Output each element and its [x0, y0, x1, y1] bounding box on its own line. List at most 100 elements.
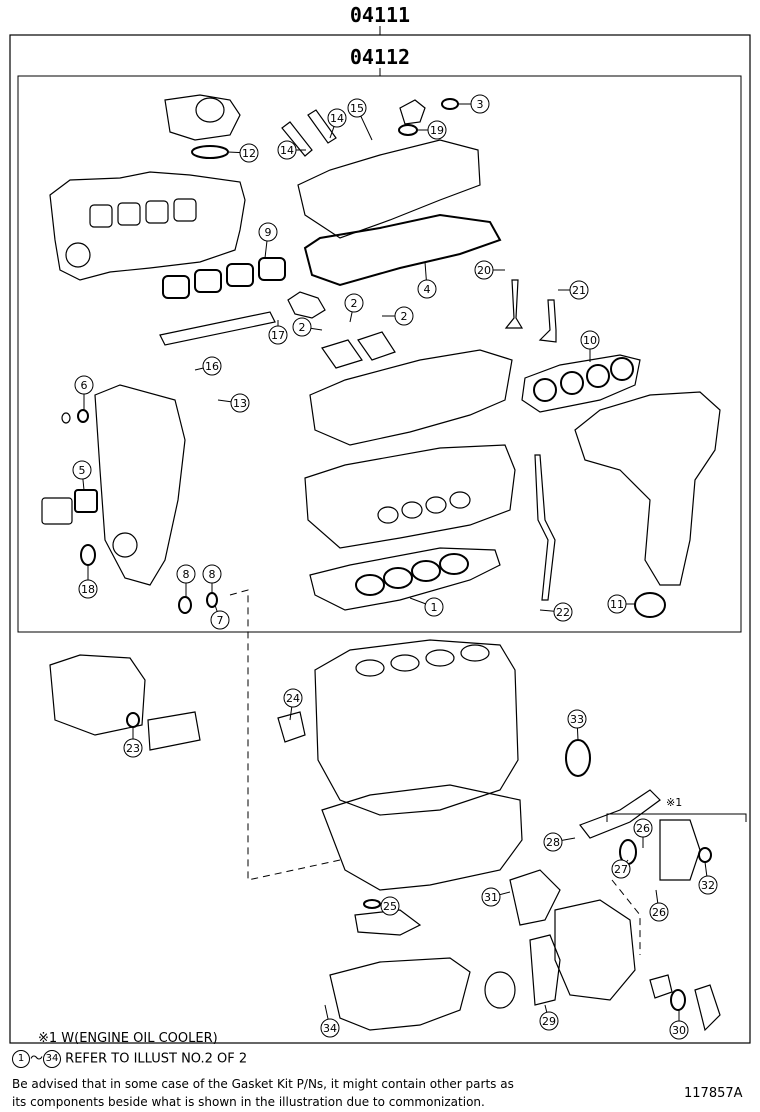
kit-code-04111: 04111: [350, 3, 410, 27]
callout-number: 14: [330, 112, 344, 125]
callout-circle: [239, 143, 259, 163]
callout-circle: [72, 460, 92, 480]
callout-8: 8: [176, 564, 196, 598]
callout-circle: [230, 393, 250, 413]
callout-circle: [698, 875, 718, 895]
part-drawings-lower: [49, 639, 721, 1032]
callout-22: 22: [539, 602, 573, 622]
callout-circle: [427, 120, 447, 140]
callout-circle: [176, 564, 196, 584]
callout-number: 32: [701, 879, 715, 892]
callout-number: 34: [323, 1022, 337, 1035]
figure-id: 117857A: [684, 1086, 743, 1101]
callout-number: 6: [81, 379, 88, 392]
part-drawings-upper: [41, 94, 721, 618]
callout-circle: [424, 597, 444, 617]
callout-number: 14: [280, 144, 294, 157]
advice-line-1: Be advised that in some case of the Gask…: [12, 1077, 514, 1091]
callout-23: 23: [123, 728, 143, 758]
callout-circle: [607, 594, 627, 614]
range-start-circle: 1: [12, 1050, 30, 1068]
callout-number: 30: [672, 1024, 686, 1037]
callout-circle: [74, 375, 94, 395]
callout-32: 32: [698, 861, 718, 895]
callout-circle: [277, 140, 297, 160]
callout-number: 17: [271, 329, 285, 342]
callout-19: 19: [416, 120, 447, 140]
callout-number: 22: [556, 606, 570, 619]
callout-10: 10: [580, 330, 600, 362]
callout-circle: [481, 887, 501, 907]
oil-cooler-bracket: [606, 813, 747, 822]
callout-number: 29: [542, 1015, 556, 1028]
callout-14: 14: [327, 108, 347, 139]
callout-12: 12: [227, 143, 259, 163]
callout-number: 2: [351, 297, 358, 310]
callout-13: 13: [217, 393, 250, 413]
callout-circle: [580, 330, 600, 350]
callout-circle: [669, 1020, 689, 1040]
callout-9: 9: [258, 222, 278, 259]
callout-17: 17: [268, 320, 288, 345]
callout-number: 2: [401, 310, 408, 323]
callout-circle: [258, 222, 278, 242]
callout-6: 6: [74, 375, 94, 410]
callout-26: 26: [649, 889, 669, 922]
callout-20: 20: [474, 260, 505, 280]
callout-number: 16: [205, 360, 219, 373]
callout-circle: [283, 688, 303, 708]
callout-number: 10: [583, 334, 597, 347]
callout-16: 16: [194, 356, 222, 376]
callout-33: 33: [567, 709, 587, 741]
callout-2: 2: [344, 293, 364, 323]
callout-circle: [202, 564, 222, 584]
callout-11: 11: [607, 594, 636, 614]
callout-28: 28: [543, 832, 576, 852]
callout-number: 12: [242, 147, 256, 160]
callout-circle: [543, 832, 563, 852]
callout-number: 15: [350, 102, 364, 115]
dashed-reference-line-2: [611, 879, 641, 955]
callout-15: 15: [347, 98, 373, 141]
callout-2: 2: [292, 317, 323, 337]
callout-25: 25: [379, 896, 400, 916]
callout-number: 3: [477, 98, 484, 111]
callout-circle: [380, 896, 400, 916]
callout-number: 24: [286, 692, 300, 705]
callout-number: 7: [217, 614, 224, 627]
callout-31: 31: [481, 887, 511, 907]
callout-24: 24: [283, 688, 303, 721]
callout-circle: [539, 1011, 559, 1031]
callout-circle: [202, 356, 222, 376]
callout-circle: [123, 738, 143, 758]
callout-26: 26: [633, 818, 653, 848]
advice-line-2: its components beside what is shown in t…: [12, 1095, 485, 1109]
callout-circle: [394, 306, 414, 326]
callout-circle: [474, 260, 494, 280]
callout-number: 19: [430, 124, 444, 137]
callout-circle: [347, 98, 367, 118]
range-end-circle: 34: [43, 1050, 62, 1068]
callout-number: 25: [383, 900, 397, 913]
callout-number: 21: [572, 284, 586, 297]
callout-number: 11: [610, 598, 624, 611]
oil-cooler-note: ※1 W(ENGINE OIL COOLER): [38, 1031, 218, 1046]
callout-14: 14: [277, 140, 306, 160]
callout-number: 20: [477, 264, 491, 277]
callout-8: 8: [202, 564, 222, 594]
callout-number: 13: [233, 397, 247, 410]
callout-number: 31: [484, 891, 498, 904]
callout-circle: [649, 902, 669, 922]
callout-circle: [553, 602, 573, 622]
callout-circle: [569, 280, 589, 300]
oil-cooler-marker: ※1: [666, 796, 682, 809]
callout-number: 2: [299, 321, 306, 334]
callout-number: 23: [126, 742, 140, 755]
callout-29: 29: [539, 1004, 559, 1031]
callout-4: 4: [417, 261, 437, 299]
callout-18: 18: [78, 565, 98, 599]
callout-circle: [633, 818, 653, 838]
callout-circle: [567, 709, 587, 729]
callout-number: 28: [546, 836, 560, 849]
